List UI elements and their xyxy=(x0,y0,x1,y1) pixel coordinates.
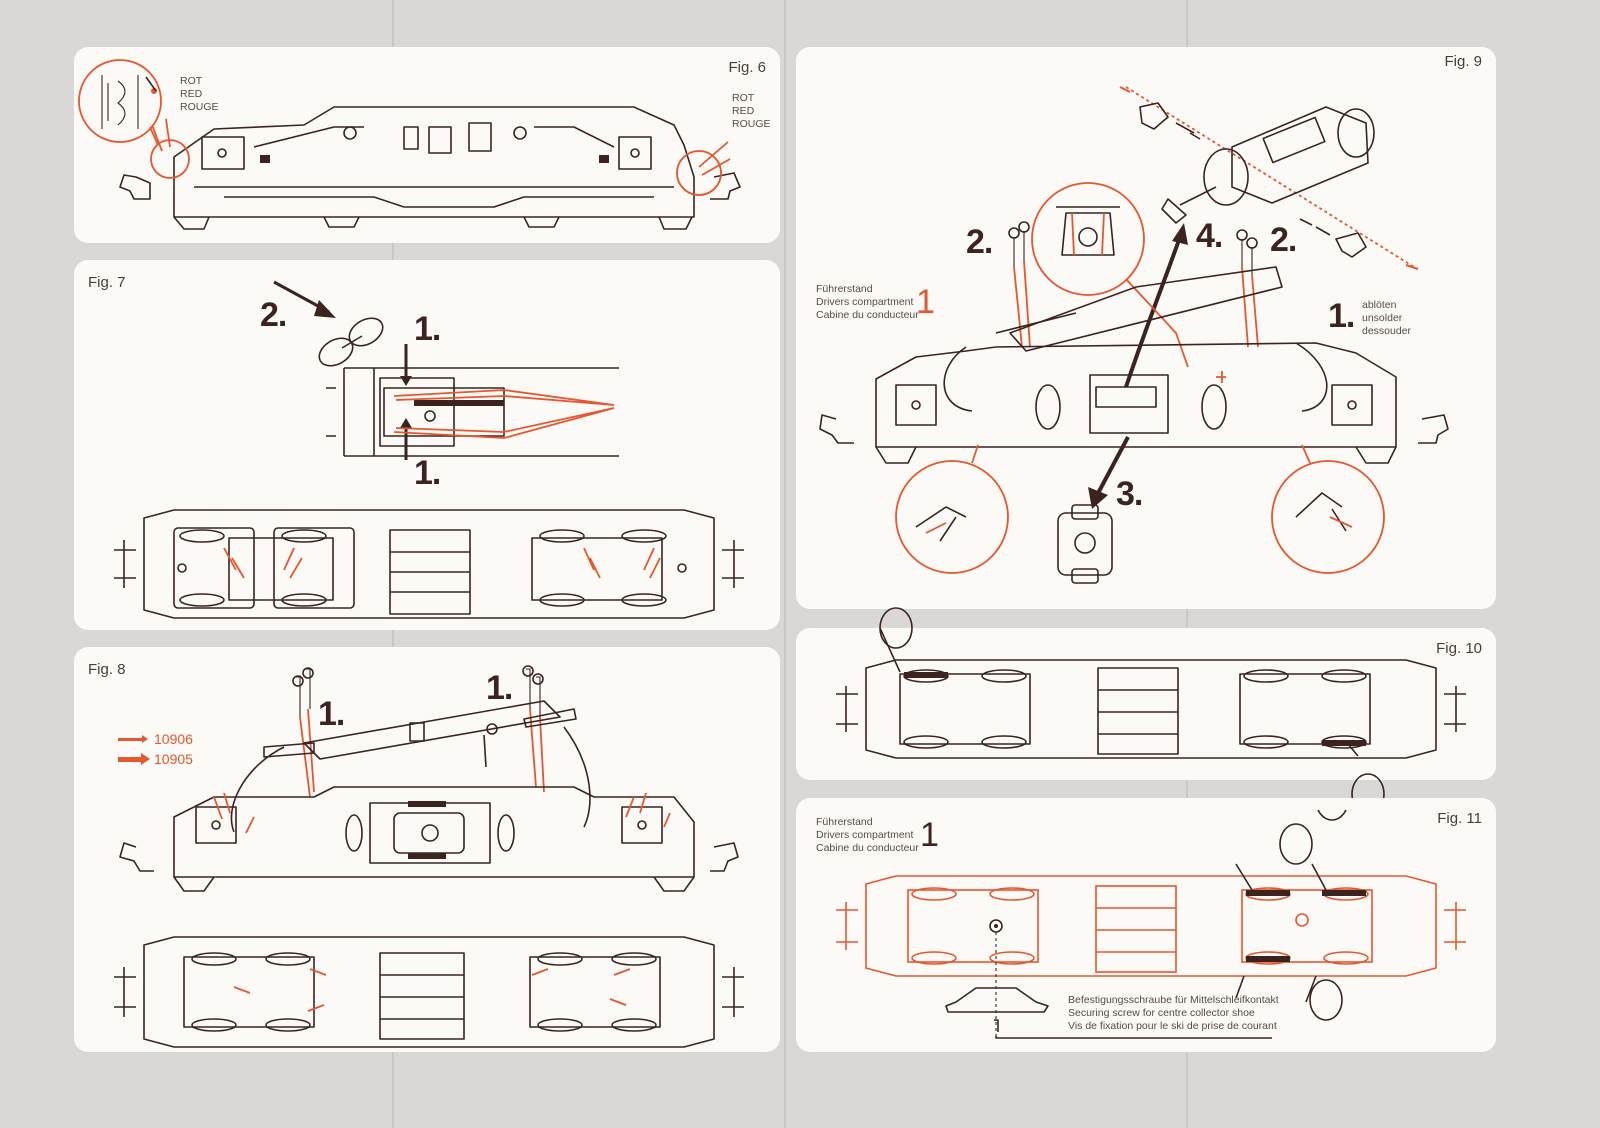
fig10-drawing xyxy=(836,628,1466,759)
fig9-step-1: 1. xyxy=(1328,297,1355,335)
fig9-panel: Fig. 9 Führerstand Drivers compartment C… xyxy=(796,47,1496,609)
fig7-drawing xyxy=(114,280,744,619)
fig9-label: Fig. 9 xyxy=(1444,53,1482,70)
fig6-label: Fig. 6 xyxy=(728,59,766,76)
page-fold-center xyxy=(784,0,786,1128)
fig11-panel: Fig. 11 Führerstand Drivers compartment … xyxy=(796,798,1496,1052)
fig8-drawing xyxy=(114,665,744,1048)
fig9-step-3: 3. xyxy=(1116,475,1143,513)
fig8-panel: Fig. 8 10906 10905 1. 1. xyxy=(74,647,780,1052)
fig6-panel: Fig. 6 ROT RED ROUGE ROT RED ROUGE xyxy=(74,47,780,243)
fig9-step-4: 4. xyxy=(1196,217,1223,255)
fig9-step-2-right: 2. xyxy=(1270,221,1297,259)
fig8-label: Fig. 8 xyxy=(88,661,126,678)
fig7-label: Fig. 7 xyxy=(88,274,126,291)
fig11-chassis-underside xyxy=(836,875,1466,977)
fig6-left-callout: ROT RED ROUGE xyxy=(180,75,219,113)
fig7-step-remove-axle: 2. xyxy=(260,296,287,334)
fig8-legend: 10906 10905 xyxy=(118,729,193,769)
fig11-drawing xyxy=(836,863,1466,1039)
fig11-drivers-compartment-label: Führerstand Drivers compartment Cabine d… xyxy=(816,816,919,854)
fig7-step-press-top: 1. xyxy=(414,310,441,348)
large-arrow-icon xyxy=(118,752,150,765)
fig11-drivers-compartment-number: 1 xyxy=(920,816,939,854)
small-arrow-icon xyxy=(118,734,148,743)
fig9-drawing xyxy=(819,86,1449,584)
fig11-traction-rings xyxy=(1279,810,1347,1021)
fig11-screw-note: Befestigungsschraube für Mittelschleifko… xyxy=(1068,994,1279,1032)
fig9-drivers-compartment-number: 1 xyxy=(916,283,935,321)
fig9-unsolder-note: ablöten unsolder dessouder xyxy=(1362,299,1412,337)
fig6-right-callout: ROT RED ROUGE xyxy=(732,92,771,130)
fig8-legend-item: 10905 xyxy=(118,749,193,769)
fig10-panel: Fig. 10 xyxy=(796,628,1496,780)
fig9-drivers-compartment-label: Führerstand Drivers compartment Cabine d… xyxy=(816,283,919,321)
fig7-step-press-bottom: 1. xyxy=(414,454,441,492)
fig9-step-2-left: 2. xyxy=(966,223,993,261)
fig7-panel: Fig. 7 2. 1. 1. xyxy=(74,260,780,630)
fig11-label: Fig. 11 xyxy=(1437,810,1482,827)
fig8-step-left-screw: 1. xyxy=(318,695,345,733)
fig6-chassis-drawing xyxy=(78,59,741,230)
fig10-label: Fig. 10 xyxy=(1436,640,1482,657)
fig8-step-right-screw: 1. xyxy=(486,669,513,707)
fig8-legend-item: 10906 xyxy=(118,729,193,749)
